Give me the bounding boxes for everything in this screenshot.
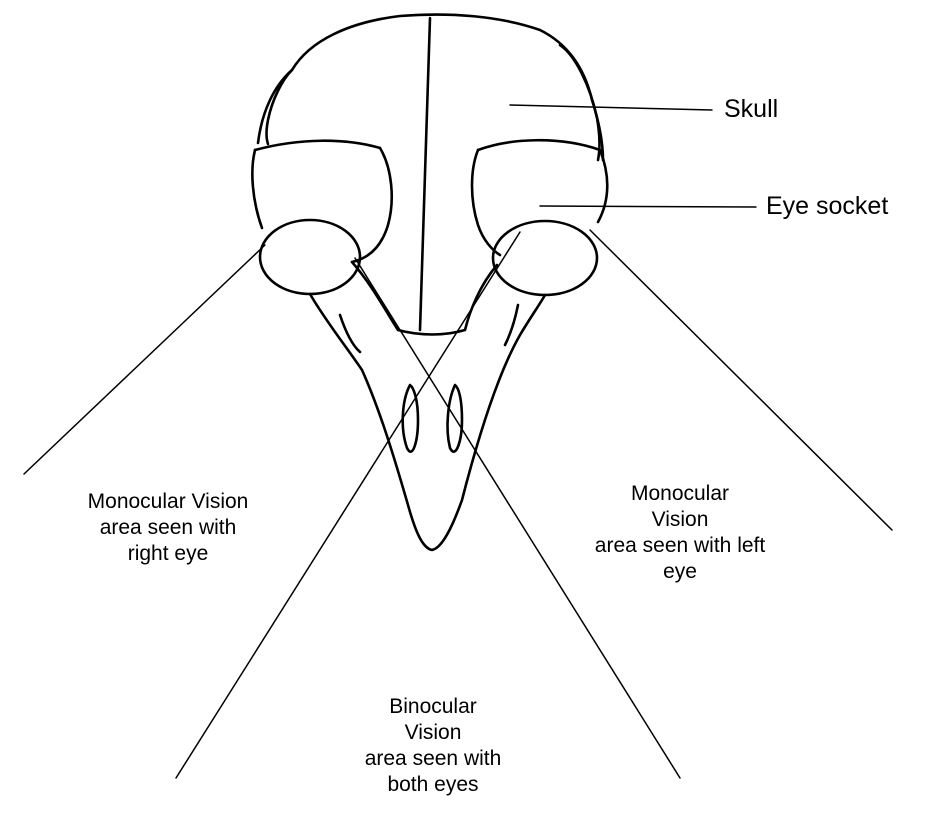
binocular-line-4: both eyes [338, 772, 528, 798]
binocular-line-1: Binocular [338, 694, 528, 720]
monocular-right-line-3: right eye [52, 541, 284, 567]
monocular-left-line-1: Monocular [580, 481, 780, 507]
skull-leader-line [510, 105, 712, 110]
binocular-label: Binocular Vision area seen with both eye… [338, 694, 528, 798]
monocular-left-label: Monocular Vision area seen with left eye [580, 481, 780, 585]
monocular-left-line-3: area seen with left [580, 533, 780, 559]
right-eye-socket-outline [472, 150, 607, 255]
skull-left-bulge [267, 70, 293, 144]
monocular-right-line-2: area seen with [52, 515, 284, 541]
monocular-left-line-2: Vision [580, 507, 780, 533]
skull-brow-right [478, 140, 600, 150]
binocular-line-3: area seen with [338, 746, 528, 772]
eye-socket-leader-line [540, 206, 756, 207]
beak-left-ridge [340, 315, 360, 352]
skull-suture [420, 18, 430, 330]
right-eye-outer-sightline [24, 245, 265, 474]
left-eyeball [260, 220, 360, 294]
skull-label: Skull [724, 94, 778, 124]
left-nostril [403, 385, 418, 452]
monocular-left-line-4: eye [580, 559, 780, 585]
eye-socket-label: Eye socket [766, 191, 888, 221]
monocular-right-line-1: Monocular Vision [52, 489, 284, 515]
monocular-right-label: Monocular Vision area seen with right ey… [52, 489, 284, 567]
right-eyeball [493, 221, 597, 295]
skull-nasal-bridge [352, 262, 497, 335]
beak-right-ridge [505, 305, 518, 345]
binocular-line-2: Vision [338, 720, 528, 746]
left-eye-socket-outline [252, 148, 391, 262]
skull-brow [255, 141, 380, 150]
